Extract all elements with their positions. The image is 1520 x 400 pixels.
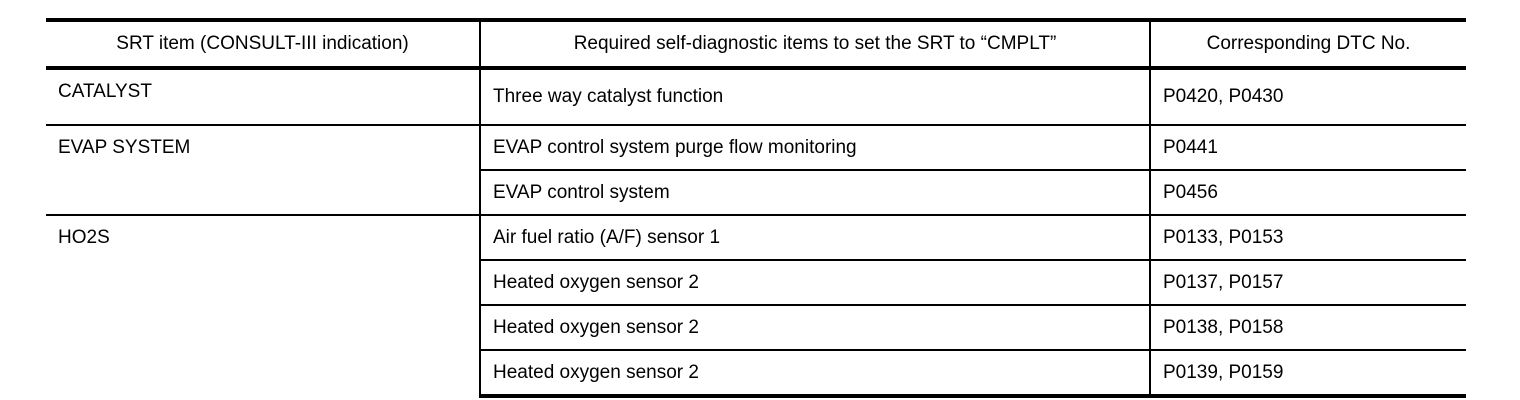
- table-row: Heated oxygen sensor 2 P0137, P0157: [46, 260, 1466, 306]
- cell-srt-item: HO2S: [58, 227, 110, 248]
- table-header-row: SRT item (CONSULT-III indication) Requir…: [46, 18, 1466, 70]
- table-row: HO2S Air fuel ratio (A/F) sensor 1 P0133…: [46, 215, 1466, 261]
- cell-dtc-no: P0138, P0158: [1149, 305, 1466, 351]
- cell-diagnostic-item: EVAP control system: [479, 170, 1150, 216]
- cell-dtc-no: P0441: [1149, 125, 1466, 171]
- cell-dtc-no: P0133, P0153: [1149, 215, 1466, 261]
- column-header-dtc-no: Corresponding DTC No.: [1149, 18, 1466, 70]
- cell-diagnostic-item: Heated oxygen sensor 2: [479, 305, 1150, 351]
- table-row: Heated oxygen sensor 2 P0138, P0158: [46, 305, 1466, 351]
- cell-dtc-no: P0139, P0159: [1149, 350, 1466, 398]
- column-header-srt-item: SRT item (CONSULT-III indication): [46, 18, 480, 70]
- table-row: Heated oxygen sensor 2 P0139, P0159: [46, 350, 1466, 398]
- cell-diagnostic-item: Three way catalyst function: [479, 68, 1150, 126]
- cell-dtc-no: P0420, P0430: [1149, 68, 1466, 126]
- table-header: SRT item (CONSULT-III indication) Requir…: [46, 18, 1466, 70]
- cell-dtc-no: P0456: [1149, 170, 1466, 216]
- srt-item-table: SRT item (CONSULT-III indication) Requir…: [46, 18, 1466, 398]
- cell-srt-item: EVAP SYSTEM: [46, 125, 480, 216]
- cell-diagnostic-item: Heated oxygen sensor 2: [479, 260, 1150, 306]
- cell-diagnostic-item: EVAP control system purge flow monitorin…: [479, 125, 1150, 171]
- cell-diagnostic-item: Heated oxygen sensor 2: [479, 350, 1150, 398]
- table-row: EVAP SYSTEM EVAP control system purge fl…: [46, 125, 1466, 216]
- column-header-required-items: Required self-diagnostic items to set th…: [479, 18, 1150, 70]
- srt-table-container: SRT item (CONSULT-III indication) Requir…: [46, 18, 1466, 398]
- cell-srt-item: CATALYST: [46, 68, 480, 126]
- table-row: CATALYST Three way catalyst function P04…: [46, 68, 1466, 126]
- cell-diagnostic-item: Air fuel ratio (A/F) sensor 1: [479, 215, 1150, 261]
- table-row: EVAP control system P0456: [46, 170, 1466, 216]
- table-body: CATALYST Three way catalyst function P04…: [46, 68, 1466, 398]
- cell-dtc-no: P0137, P0157: [1149, 260, 1466, 306]
